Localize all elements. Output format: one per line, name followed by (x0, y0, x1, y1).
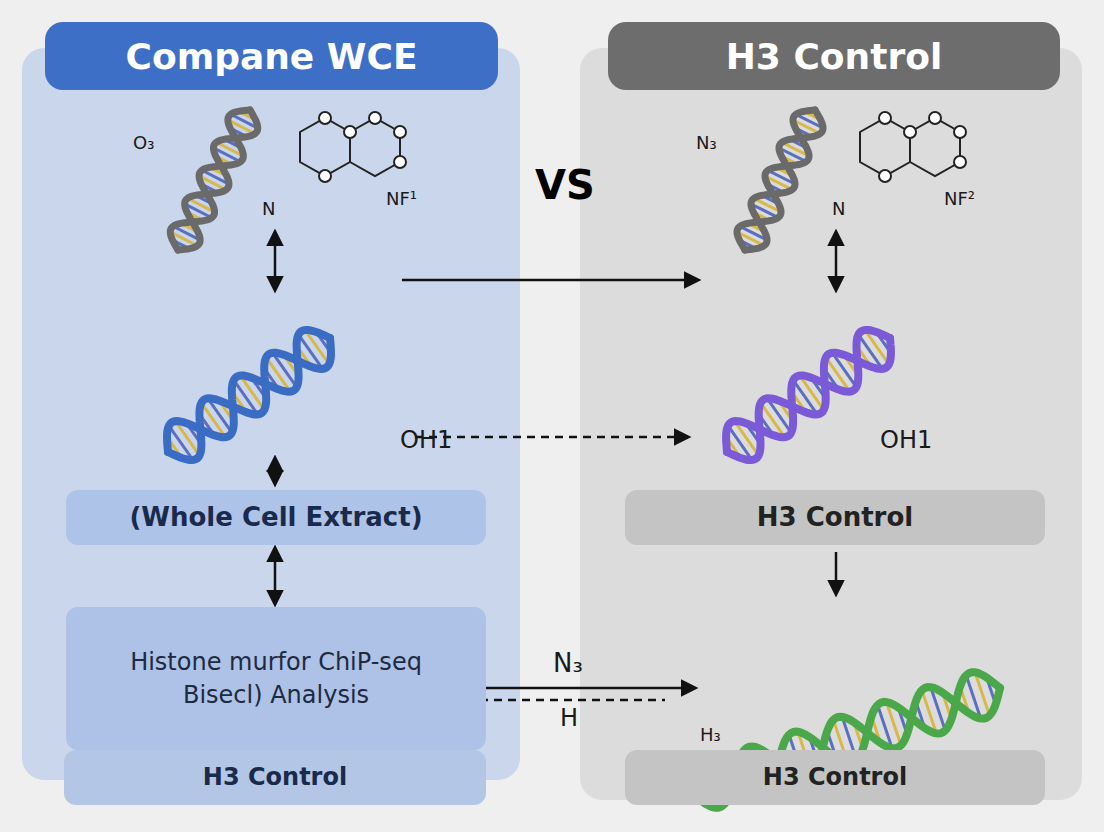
chem-label: N (262, 200, 275, 218)
panel-heading: H3 Control (608, 22, 1060, 90)
chem-label: OH1 (880, 428, 932, 452)
chem-label: H (560, 706, 578, 730)
chem-label: NF¹ (386, 190, 417, 208)
control-box: H3 Control (64, 750, 486, 805)
helix-strand (168, 338, 331, 460)
helix-strand (745, 110, 823, 250)
chem-label: N (832, 200, 845, 218)
helix-strand (727, 338, 891, 460)
chem-label: OH1 (400, 428, 452, 452)
chem-label: N₃ (696, 134, 717, 152)
control-box: H3 Control (625, 490, 1045, 545)
panel-heading: Compane WCE (45, 22, 498, 90)
control-box: H3 Control (625, 750, 1045, 805)
helix-strand (737, 110, 815, 250)
chem-label: N₃ (553, 650, 583, 676)
connector-arrow (274, 548, 277, 604)
box-label: Histone murfor ChiP-seq Bisecl) Analysis (111, 646, 441, 711)
helix-strand (178, 110, 258, 250)
analysis-box: Histone murfor ChiP-seq Bisecl) Analysis (66, 607, 486, 750)
helix-strand (170, 110, 250, 250)
right-panel: H3 ControlH3 ControlH3 Control (580, 48, 1082, 800)
chem-label: O₃ (133, 134, 154, 152)
box-label: H3 Control (203, 761, 347, 793)
chem-label: H₃ (700, 726, 721, 744)
versus-label: VS (535, 165, 595, 205)
helix-strand (167, 330, 330, 452)
extract-box: (Whole Cell Extract) (66, 490, 486, 545)
box-label: (Whole Cell Extract) (129, 500, 422, 535)
atom-dots (319, 112, 966, 182)
left-panel: Compane WCE(Whole Cell Extract)Histone m… (22, 48, 520, 780)
chem-label: NF² (944, 190, 975, 208)
helix-strand (726, 330, 890, 452)
box-label: H3 Control (757, 500, 913, 535)
left-panel-ground (22, 48, 520, 780)
box-label: H3 Control (763, 761, 907, 793)
chemical-structure (300, 118, 960, 176)
